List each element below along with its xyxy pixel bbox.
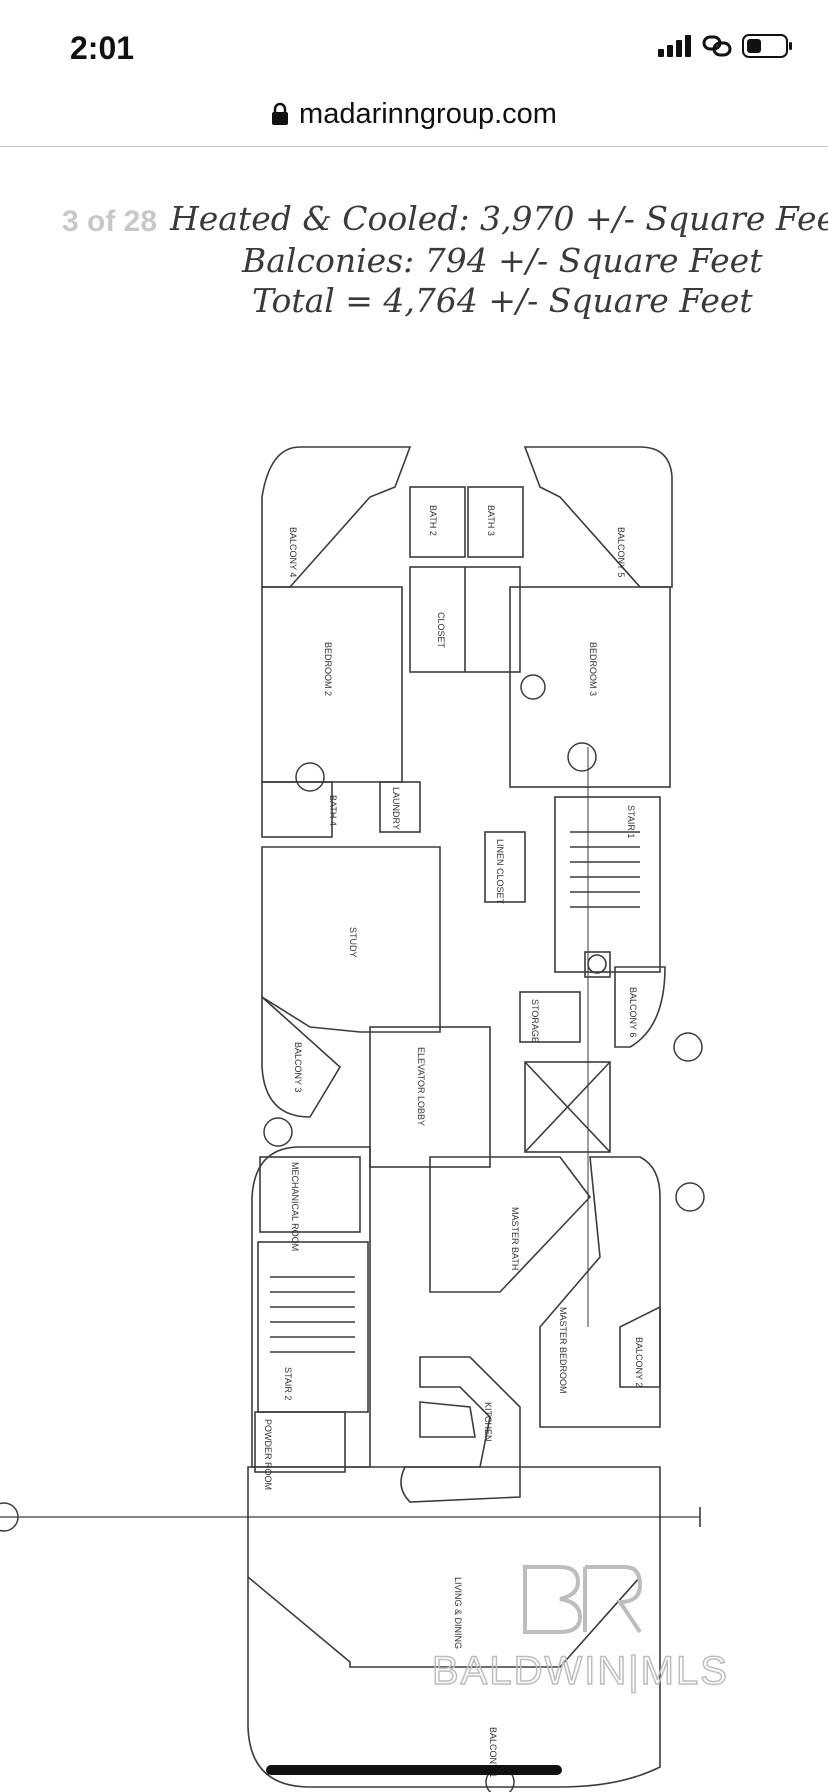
- stair-2-outline: [257, 1241, 369, 1413]
- photo-counter: 3 of 28: [62, 205, 158, 238]
- label-bath-2: BATH 2: [428, 505, 438, 536]
- stair-1-outline: [554, 796, 661, 973]
- label-living-dining: LIVING & DINING: [453, 1577, 463, 1649]
- label-balcony-6: BALCONY 6: [628, 987, 638, 1037]
- label-master-bedroom: MASTER BEDROOM: [558, 1307, 568, 1394]
- label-balcony-4: BALCONY 4: [288, 527, 298, 577]
- label-stair-1: STAIR 1: [626, 805, 636, 838]
- url-text[interactable]: madarinngroup.com: [299, 97, 557, 130]
- bath-4-outline: [261, 781, 333, 838]
- label-balcony-1: BALCONY 1: [488, 1727, 498, 1777]
- label-storage: STORAGE: [530, 999, 540, 1043]
- home-indicator[interactable]: [266, 1765, 562, 1775]
- label-bath-3: BATH 3: [486, 505, 496, 536]
- baldwin-mls-logo: [523, 1565, 643, 1634]
- label-bedroom-2: BEDROOM 2: [323, 642, 333, 696]
- balconies-text: Balconies: 794 +/- Square Feet: [242, 241, 763, 280]
- storage-outline: [519, 991, 581, 1043]
- balcony-3-outline: [261, 995, 342, 1118]
- label-powder-room: POWDER ROOM: [263, 1419, 273, 1490]
- label-linen-closet: LINEN CLOSET: [495, 839, 505, 905]
- floor-plan: BALCONY 4 BALCONY 5 BATH 2 BATH 3 BEDROO…: [0, 446, 729, 1792]
- signal-bars-icon: [658, 35, 691, 57]
- listing-image-viewer[interactable]: 3 of 28 Heated & Cooled: 3,970 +/- Squar…: [0, 147, 828, 1792]
- label-elevator-lobby: ELEVATOR LOBBY: [416, 1047, 426, 1126]
- linen-closet-outline: [484, 831, 526, 903]
- link-icon: [702, 35, 732, 57]
- label-stair-2: STAIR 2: [283, 1367, 293, 1400]
- address-bar[interactable]: madarinngroup.com: [0, 82, 828, 147]
- powder-room-outline: [254, 1411, 346, 1473]
- label-bath-4: BATH 4: [328, 795, 338, 826]
- watermark-text: BALDWIN|MLS: [432, 1649, 729, 1693]
- balcony-6-outline: [614, 966, 666, 1048]
- elevator-lobby-outline: [369, 1026, 491, 1168]
- label-balcony-2: BALCONY 2: [634, 1337, 644, 1387]
- bath-2-outline: [409, 486, 466, 558]
- balcony-5-outline: [523, 446, 673, 588]
- elevator-outline: [524, 1061, 611, 1153]
- label-laundry: LAUNDRY: [391, 787, 401, 830]
- label-balcony-5: BALCONY 5: [616, 527, 626, 577]
- label-bedroom-3: BEDROOM 3: [588, 642, 598, 696]
- label-study: STUDY: [348, 927, 358, 958]
- total-text: Total = 4,764 +/- Square Feet: [252, 281, 753, 320]
- living-dining-outline: [247, 1466, 661, 1788]
- baldwin-mls-watermark: BALDWIN|MLS: [431, 1565, 729, 1694]
- master-bath-outline: [429, 1156, 592, 1293]
- balcony-4-outline: [261, 446, 412, 588]
- lock-icon: [272, 102, 289, 125]
- label-mechanical-room: MECHANICAL ROOM: [290, 1162, 300, 1251]
- heated-cooled-text: Heated & Cooled: 3,970 +/- Square Feet: [170, 199, 828, 238]
- lower-section-outline: [251, 1146, 371, 1468]
- master-bedroom-outline: [539, 1156, 661, 1428]
- status-bar: 2:01: [0, 0, 828, 96]
- battery-icon: [742, 34, 792, 58]
- status-time: 2:01: [70, 30, 135, 66]
- laundry-outline: [379, 781, 421, 833]
- label-balcony-3: BALCONY 3: [293, 1042, 303, 1092]
- label-kitchen: KITCHEN: [483, 1402, 493, 1442]
- kitchen-counter-outline: [400, 1356, 521, 1503]
- status-icons: [658, 34, 794, 58]
- bedroom-3-outline: [509, 586, 671, 788]
- bath-3-outline: [467, 486, 524, 558]
- mechanical-room-outline: [259, 1156, 361, 1233]
- label-closet: CLOSET: [436, 612, 446, 649]
- label-master-bath: MASTER BATH: [510, 1207, 520, 1270]
